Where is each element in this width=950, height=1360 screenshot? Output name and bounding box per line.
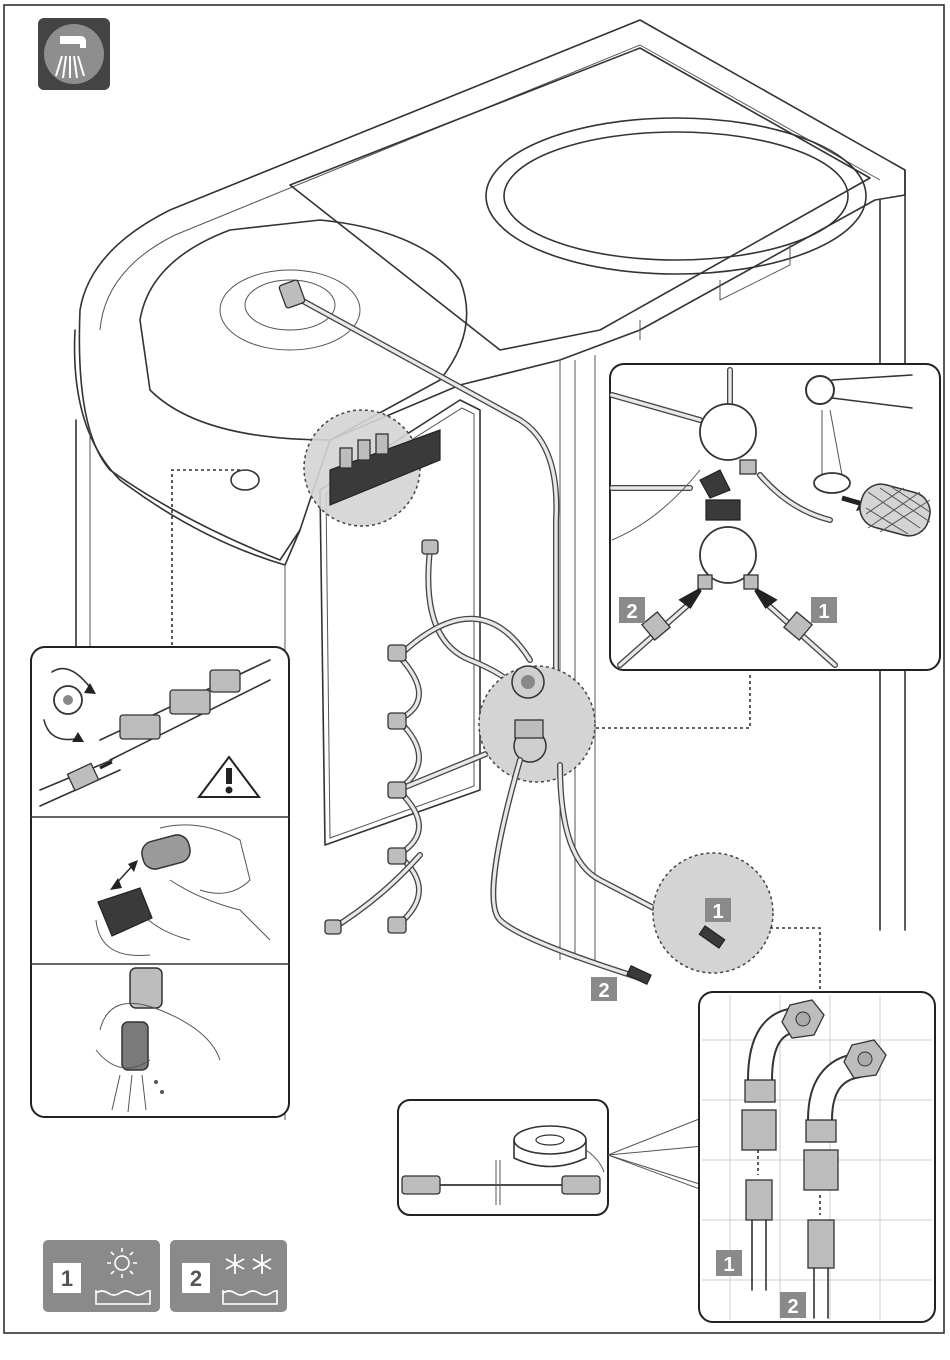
badge-hose-2-text: 2 [598, 980, 609, 1002]
badge-tap-1-text: 1 [723, 1254, 734, 1276]
legend-hot-water: 1 [43, 1240, 160, 1312]
badge-y-1-text: 1 [818, 601, 829, 623]
legend-1-text: 1 [61, 1266, 73, 1291]
legend-cold-water: 2 [170, 1240, 287, 1312]
badge-hose-1-text: 1 [712, 901, 723, 923]
badge-hose-1: 1 [705, 898, 731, 923]
badge-y-2: 2 [619, 597, 645, 623]
badge-y-2-text: 2 [626, 601, 637, 623]
badge-y-1: 1 [811, 597, 837, 623]
tap-connection-steps [31, 647, 289, 1117]
wall-taps-detail: 1 2 [699, 992, 935, 1322]
badge-tap-1: 1 [716, 1250, 742, 1276]
water-tap-icon [38, 18, 110, 90]
drum-opening [486, 118, 866, 274]
legend-2-text: 2 [190, 1266, 202, 1291]
y-connector-detail: 2 1 [610, 364, 940, 670]
badge-hose-2: 2 [591, 977, 617, 1002]
badge-tap-2: 2 [780, 1292, 806, 1318]
badge-tap-2-text: 2 [787, 1296, 798, 1318]
